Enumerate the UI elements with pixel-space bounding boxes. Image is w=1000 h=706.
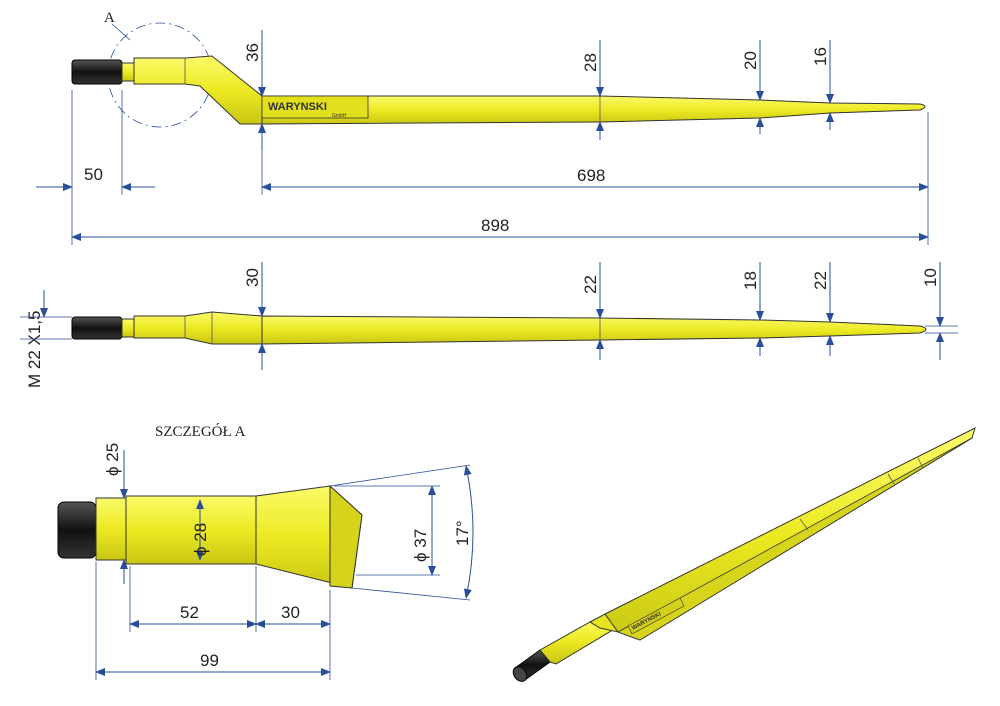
detail-collar xyxy=(95,497,127,561)
dim-30-detail: 30 xyxy=(281,603,300,622)
dim-angle-17: 17° xyxy=(453,520,472,546)
shank-bent xyxy=(133,55,263,125)
detail-view: SZCZEGÓŁ A ϕ 25 ϕ 28 ϕ 37 17° 52 xyxy=(57,423,474,680)
thread-label: M 22 X1,5 xyxy=(25,311,44,389)
dim-16: 16 xyxy=(811,40,834,130)
svg-text:22: 22 xyxy=(581,275,600,294)
dim-dia-28: ϕ 28 xyxy=(191,523,210,556)
collar xyxy=(121,62,135,82)
side-view: M 22 X1,5 30 22 18 22 10 xyxy=(20,262,958,388)
dim-18: 18 xyxy=(741,262,764,356)
svg-text:28: 28 xyxy=(581,53,600,72)
dim-dia-25: ϕ 25 xyxy=(103,443,122,476)
svg-text:16: 16 xyxy=(811,47,830,66)
dim-50: 50 xyxy=(36,165,155,191)
svg-text:20: 20 xyxy=(741,51,760,70)
svg-text:18: 18 xyxy=(741,271,760,290)
top-view: A WARYNSKI GmbH 36 28 20 xyxy=(36,10,929,245)
dim-99: 99 xyxy=(200,651,219,670)
svg-text:698: 698 xyxy=(577,166,605,185)
dim-22-b: 22 xyxy=(811,262,834,356)
dim-52: 52 xyxy=(180,603,199,622)
dim-898: 898 xyxy=(71,216,929,241)
svg-text:36: 36 xyxy=(243,43,262,62)
dim-20: 20 xyxy=(741,40,764,134)
detail-thread xyxy=(57,501,97,559)
detail-body xyxy=(125,495,257,565)
svg-text:22: 22 xyxy=(811,271,830,290)
dim-10: 10 xyxy=(921,262,958,360)
collar xyxy=(121,318,135,338)
svg-text:50: 50 xyxy=(84,165,103,184)
iso-view: WARYNSKI xyxy=(512,427,976,682)
dim-dia-37: ϕ 37 xyxy=(411,529,430,562)
dim-30: 30 xyxy=(243,262,266,370)
dim-698: 698 xyxy=(261,166,929,191)
detail-title: SZCZEGÓŁ A xyxy=(155,423,246,440)
svg-text:10: 10 xyxy=(921,268,940,287)
dim-22-a: 22 xyxy=(581,262,604,360)
thread-end xyxy=(71,316,123,340)
svg-text:898: 898 xyxy=(481,216,509,235)
dim-28: 28 xyxy=(581,40,604,140)
brand-sub-label: GmbH xyxy=(332,113,347,119)
shank xyxy=(133,311,263,345)
detail-marker-label: A xyxy=(104,10,115,26)
thread-end xyxy=(71,59,123,85)
svg-text:30: 30 xyxy=(243,268,262,287)
tine-blade xyxy=(261,315,927,345)
brand-label: WARYNSKI xyxy=(268,101,327,113)
brand-plate xyxy=(261,95,369,119)
